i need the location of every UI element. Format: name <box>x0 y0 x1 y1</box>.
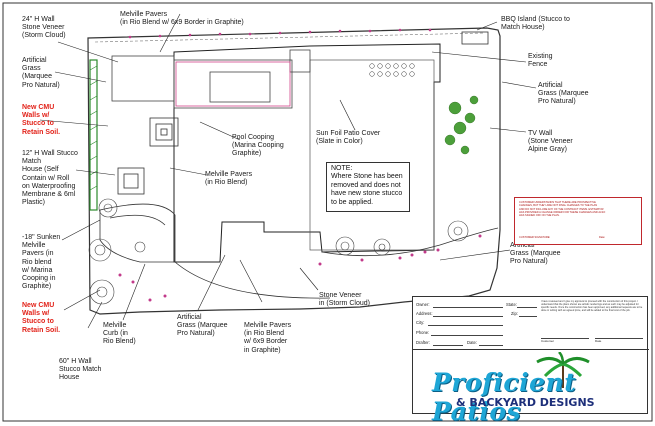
address-label: Address: <box>416 311 433 316</box>
note-box: NOTE: Where Stone has been removed and d… <box>326 162 410 212</box>
city-label: City: <box>416 320 425 325</box>
top-planting-dots <box>128 28 432 39</box>
left-planter-strip <box>89 59 98 211</box>
label-artificial-grass-right-bottom: Artificial Grass (Marquee Pro Natural) <box>510 242 561 266</box>
label-sunken-pavers: -18" Sunken Melville Pavers (in Rio blen… <box>22 234 61 291</box>
approval-date-label: Date <box>595 339 602 343</box>
label-60in-wall: 60" H Wall Stucco Match House <box>59 358 102 382</box>
bbq-island <box>461 31 489 45</box>
property-fence <box>87 27 501 315</box>
fountain-squares <box>117 117 179 195</box>
label-melville-pavers-bottom: Melville Pavers (in Rio Blend w/ 6x9 Bor… <box>244 322 292 354</box>
leader-lines <box>39 13 537 329</box>
pink-flowers <box>118 234 482 302</box>
label-new-cmu-walls-bottom: New CMU Walls w/ Stucco to Retain Soil. <box>22 302 61 334</box>
label-artificial-grass-bottom: Artificial Grass (Marquee Pro Natural) <box>177 314 228 338</box>
sunken-area <box>99 203 176 263</box>
title-block: Owner: State: Address: Zip: City: Phone:… <box>412 296 649 426</box>
label-melville-pavers-mid: Melville Pavers (in Rio Blend) <box>205 171 253 187</box>
zip-label: Zip: <box>511 311 518 316</box>
patio-furniture <box>369 63 415 77</box>
owner-label: Owner: <box>416 302 430 307</box>
patio-cover <box>309 59 435 251</box>
state-label: State: <box>506 302 517 307</box>
contract-box: CUSTOMER UNDERSTANDS THAT THERE ARE PROS… <box>514 197 642 245</box>
pool-pink-outline <box>175 61 291 107</box>
label-sun-foil-cover: Sun Foil Patio Cover (Slate in Color) <box>316 130 381 146</box>
tree-symbols <box>88 198 469 305</box>
drafter-label: Drafter: <box>416 340 430 345</box>
label-bbq-island: BBQ Island (Stucco to Match House) <box>501 16 570 32</box>
label-stone-veneer: Stone Veneer in (Storm Cloud) <box>319 292 370 308</box>
house-outline <box>173 43 441 263</box>
label-artificial-grass-right-top: Artificial Grass (Marquee Pro Natural) <box>538 82 589 106</box>
date-label: Date: <box>467 340 478 345</box>
fence-dashed <box>94 32 485 43</box>
label-melville-pavers-top: Melville Pavers (in Rio Blend w/ 6x9 Bor… <box>120 11 244 27</box>
curved-walk <box>174 227 499 299</box>
phone-label: Phone: <box>416 330 430 335</box>
logo-text-sub: & BACKYARD DESIGNS <box>456 396 595 409</box>
label-pool-cooping: Pool Cooping (Marina Cooping Graphite) <box>232 134 284 158</box>
contract-text: CUSTOMER UNDERSTANDS THAT THERE ARE PROS… <box>519 201 606 218</box>
label-12in-wall: 12" H Wall Stucco Match House (Self Cont… <box>22 150 78 207</box>
planter-hatch <box>89 65 98 191</box>
customer-label: Customer <box>541 339 555 343</box>
palm-tree-logo-icon <box>536 352 590 388</box>
logo-text-main: Proficient Patios <box>432 368 577 426</box>
green-shrubs-right <box>444 95 479 155</box>
signature-label: CUSTOMER SIGNATURE: <box>519 236 551 239</box>
label-artificial-grass-left: Artificial Grass (Marquee Pro Natural) <box>22 57 60 89</box>
label-existing-fence: Existing Fence <box>528 53 553 69</box>
label-24in-wall: 24" H Wall Stone Veneer (Storm Cloud) <box>22 16 66 40</box>
label-melville-curb: Melville Curb (in Rio Blend) <box>103 322 136 346</box>
approval-text: I have reviewed and I give my approval t… <box>541 300 643 313</box>
label-new-cmu-walls-top: New CMU Walls w/ Stucco to Retain Soil. <box>22 104 61 136</box>
contract-date-label: Date: <box>599 236 606 239</box>
label-tv-wall: TV Wall (Stone Veneer Alpine Gray) <box>528 130 573 154</box>
pool-area <box>111 49 311 109</box>
